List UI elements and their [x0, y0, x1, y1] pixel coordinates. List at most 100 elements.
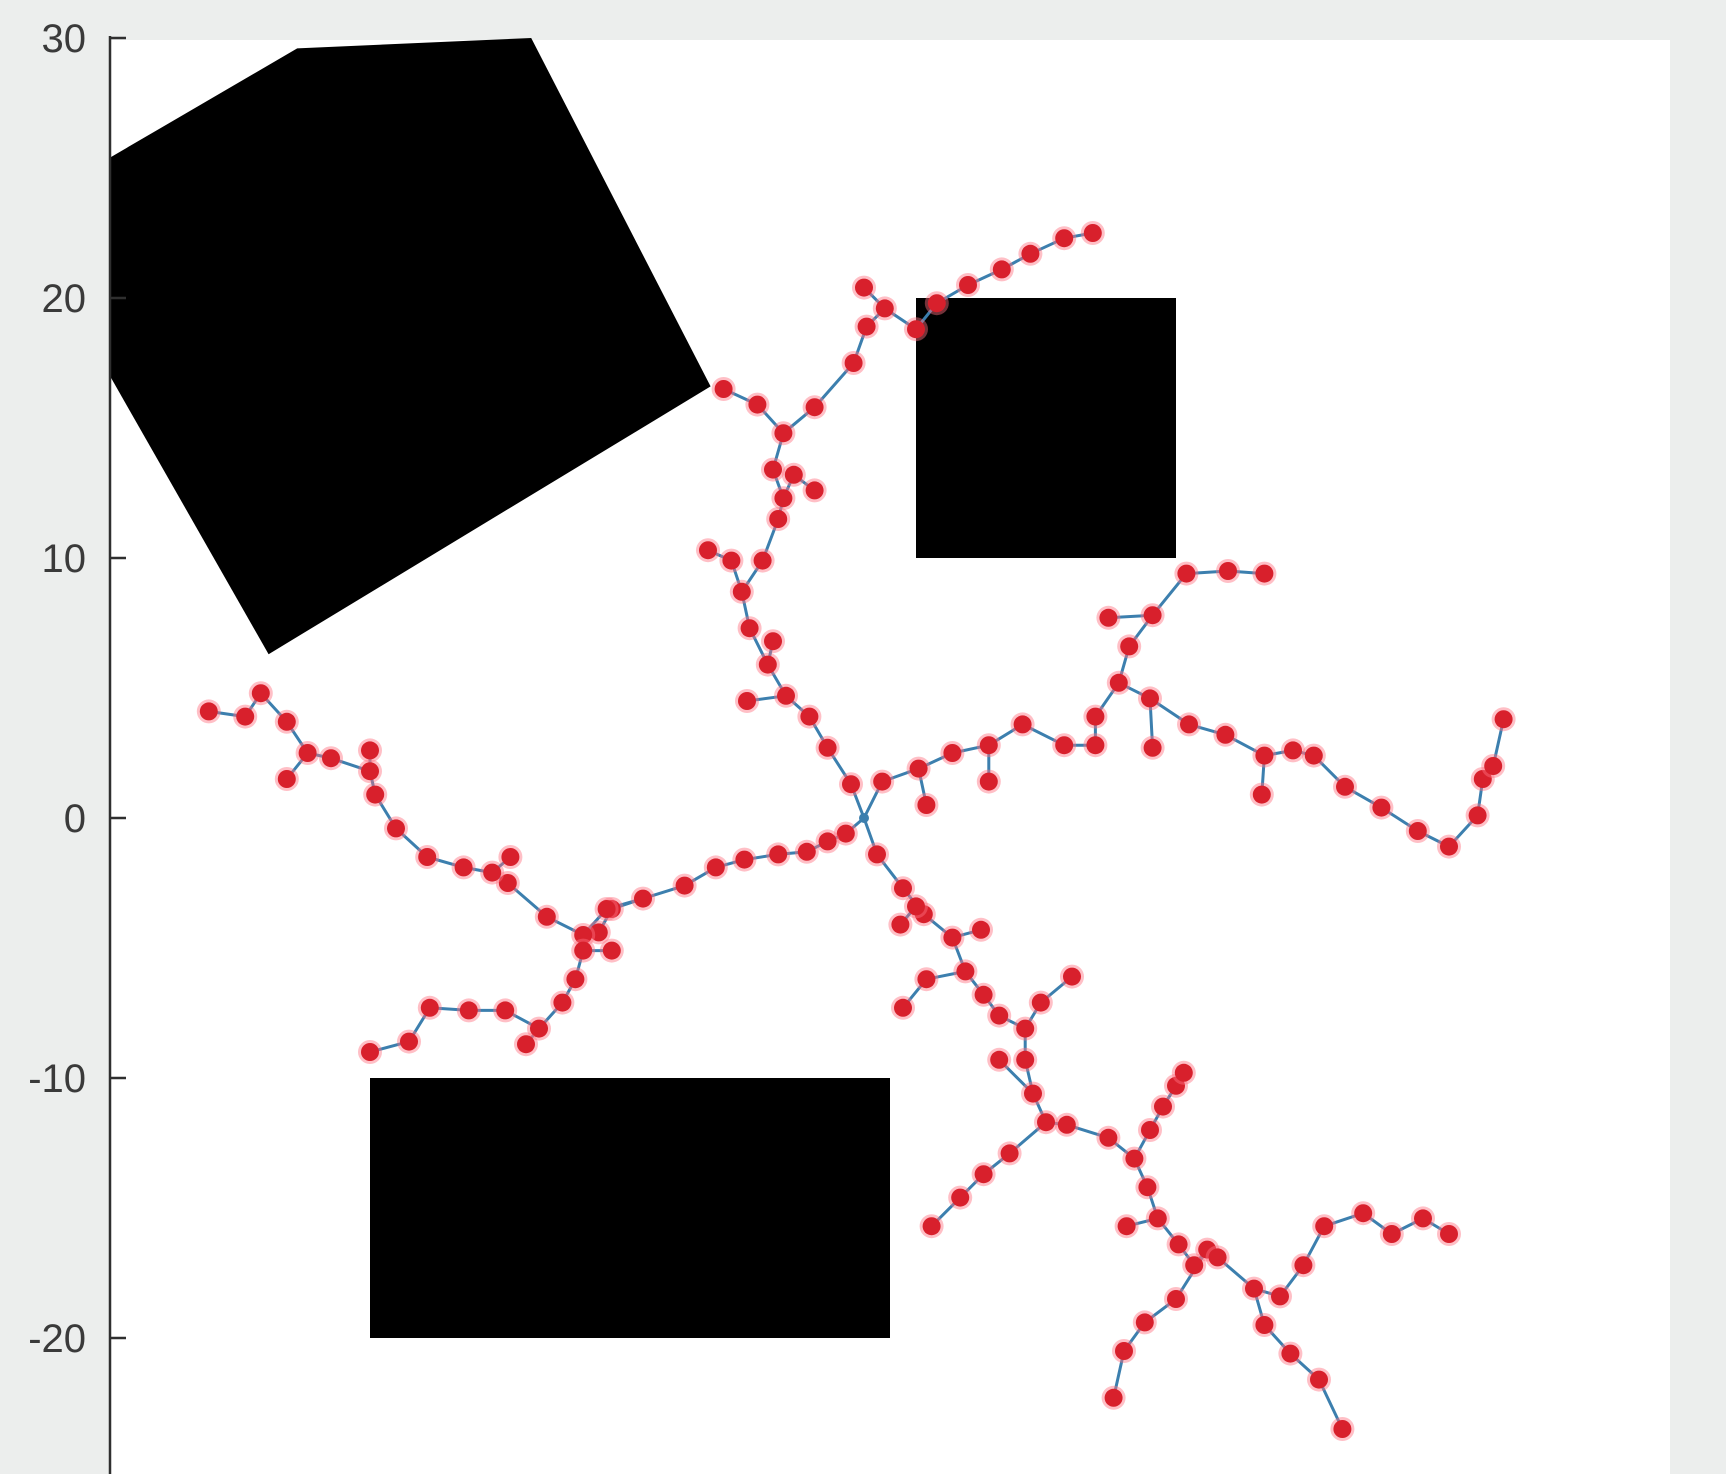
- tree-node: [1278, 1341, 1303, 1366]
- tree-node-dot: [891, 915, 910, 934]
- tree-node-dot: [836, 824, 855, 843]
- tree-node-dot: [1104, 1388, 1123, 1407]
- tree-node: [1205, 1245, 1230, 1270]
- tree-node-dot: [1125, 1149, 1144, 1168]
- tree-node: [196, 699, 221, 724]
- tree-node-dot: [1382, 1225, 1401, 1243]
- tree-node: [1114, 1214, 1139, 1239]
- tree-node-dot: [1167, 1076, 1185, 1095]
- tree-node-dot: [784, 465, 803, 484]
- tree-node: [358, 1040, 382, 1064]
- tree-node-dot: [818, 832, 837, 851]
- tree-node-dot: [1099, 608, 1118, 627]
- tree-node: [1411, 1206, 1435, 1231]
- tree-node: [1010, 712, 1035, 737]
- tree-node: [631, 886, 655, 911]
- tree-node: [719, 548, 744, 573]
- tree-node: [1330, 1417, 1355, 1441]
- tree-node-dot: [805, 481, 824, 500]
- tree-node: [802, 395, 827, 420]
- tree-node: [872, 296, 897, 321]
- y-tick-label: 0: [64, 797, 86, 841]
- tree-node-dot: [974, 1165, 993, 1184]
- tree-node: [815, 829, 840, 854]
- tree-node-dot: [909, 759, 928, 778]
- tree-node: [1083, 704, 1108, 729]
- tree-node: [571, 938, 596, 963]
- tree-node: [1351, 1201, 1376, 1226]
- tree-node: [319, 746, 343, 771]
- tree-node: [1096, 1125, 1121, 1150]
- tree-node-dot: [868, 845, 886, 864]
- tree-node-dot: [501, 848, 520, 866]
- tree-node: [1034, 1110, 1058, 1135]
- tree-node: [797, 704, 822, 729]
- tree-node: [480, 860, 505, 885]
- tree-node-dot: [1063, 967, 1081, 986]
- tree-node: [397, 1029, 421, 1054]
- tree-node-dot: [574, 941, 593, 960]
- tree-node-dot: [1310, 1370, 1328, 1389]
- tree-node-dot: [1000, 1144, 1019, 1163]
- tree-node-dot: [1354, 1204, 1373, 1223]
- tree-node: [904, 894, 928, 919]
- tree-node-dot: [805, 398, 824, 417]
- tree-node-dot: [199, 702, 218, 721]
- tree-node: [956, 273, 980, 297]
- tree-node: [1481, 754, 1506, 778]
- tree-node: [761, 629, 785, 654]
- tree-node-dot: [517, 1035, 535, 1054]
- y-tick-label: 20: [42, 277, 87, 321]
- tree-node-dot: [1440, 837, 1458, 856]
- tree-node: [571, 923, 596, 947]
- tree-node-dot: [1494, 710, 1513, 729]
- tree-node: [498, 845, 523, 869]
- tree-node: [384, 816, 408, 841]
- tree-node: [1054, 1112, 1079, 1137]
- tree-node: [1437, 834, 1461, 859]
- tree-node: [1135, 1175, 1160, 1200]
- tree-node-dot: [873, 772, 892, 791]
- tree-node-dot: [990, 1050, 1009, 1069]
- tree-node: [1379, 1222, 1404, 1246]
- tree-node: [1312, 1214, 1337, 1239]
- tree-node: [1112, 1339, 1136, 1363]
- tree-node: [586, 920, 611, 945]
- y-tick-label: -20: [28, 1317, 86, 1361]
- tree-node: [1301, 743, 1326, 768]
- tree-node-dot: [418, 848, 437, 866]
- tree-node: [451, 855, 476, 880]
- tree-node-dot: [764, 632, 782, 651]
- tree-node: [1166, 1232, 1191, 1257]
- tree-node-dot: [943, 928, 962, 947]
- tree-node: [989, 257, 1014, 282]
- tree-node: [295, 741, 320, 765]
- tree-node-dot: [1304, 746, 1323, 765]
- tree-node: [1106, 670, 1131, 695]
- tree-node-dot: [1138, 1178, 1157, 1197]
- tree-node-dot: [1255, 746, 1274, 765]
- tree-node: [755, 652, 780, 677]
- tree-node-dot: [420, 998, 439, 1017]
- tree-node: [1249, 782, 1274, 807]
- tree-node: [1096, 605, 1121, 630]
- tree-node: [1013, 1016, 1038, 1041]
- tree-node-dot: [634, 889, 652, 908]
- tree-node: [1052, 733, 1077, 758]
- tree-node-dot: [1083, 224, 1102, 242]
- tree-node-dot: [1055, 736, 1074, 755]
- tree-node-dot: [764, 460, 782, 479]
- y-tick-label: 30: [42, 17, 87, 61]
- tree-node-dot: [1219, 562, 1237, 580]
- tree-node: [766, 842, 791, 867]
- tree-node-dot: [1255, 564, 1274, 583]
- tree-node: [1122, 1146, 1147, 1171]
- tree-node-dot: [738, 692, 756, 710]
- tree-node: [1333, 774, 1357, 799]
- tree-node: [839, 772, 863, 797]
- tree-node-dot: [740, 619, 759, 638]
- tree-node: [1213, 722, 1238, 747]
- tree-node: [735, 689, 759, 713]
- tree-node: [1164, 1287, 1188, 1311]
- tree-node: [495, 871, 520, 895]
